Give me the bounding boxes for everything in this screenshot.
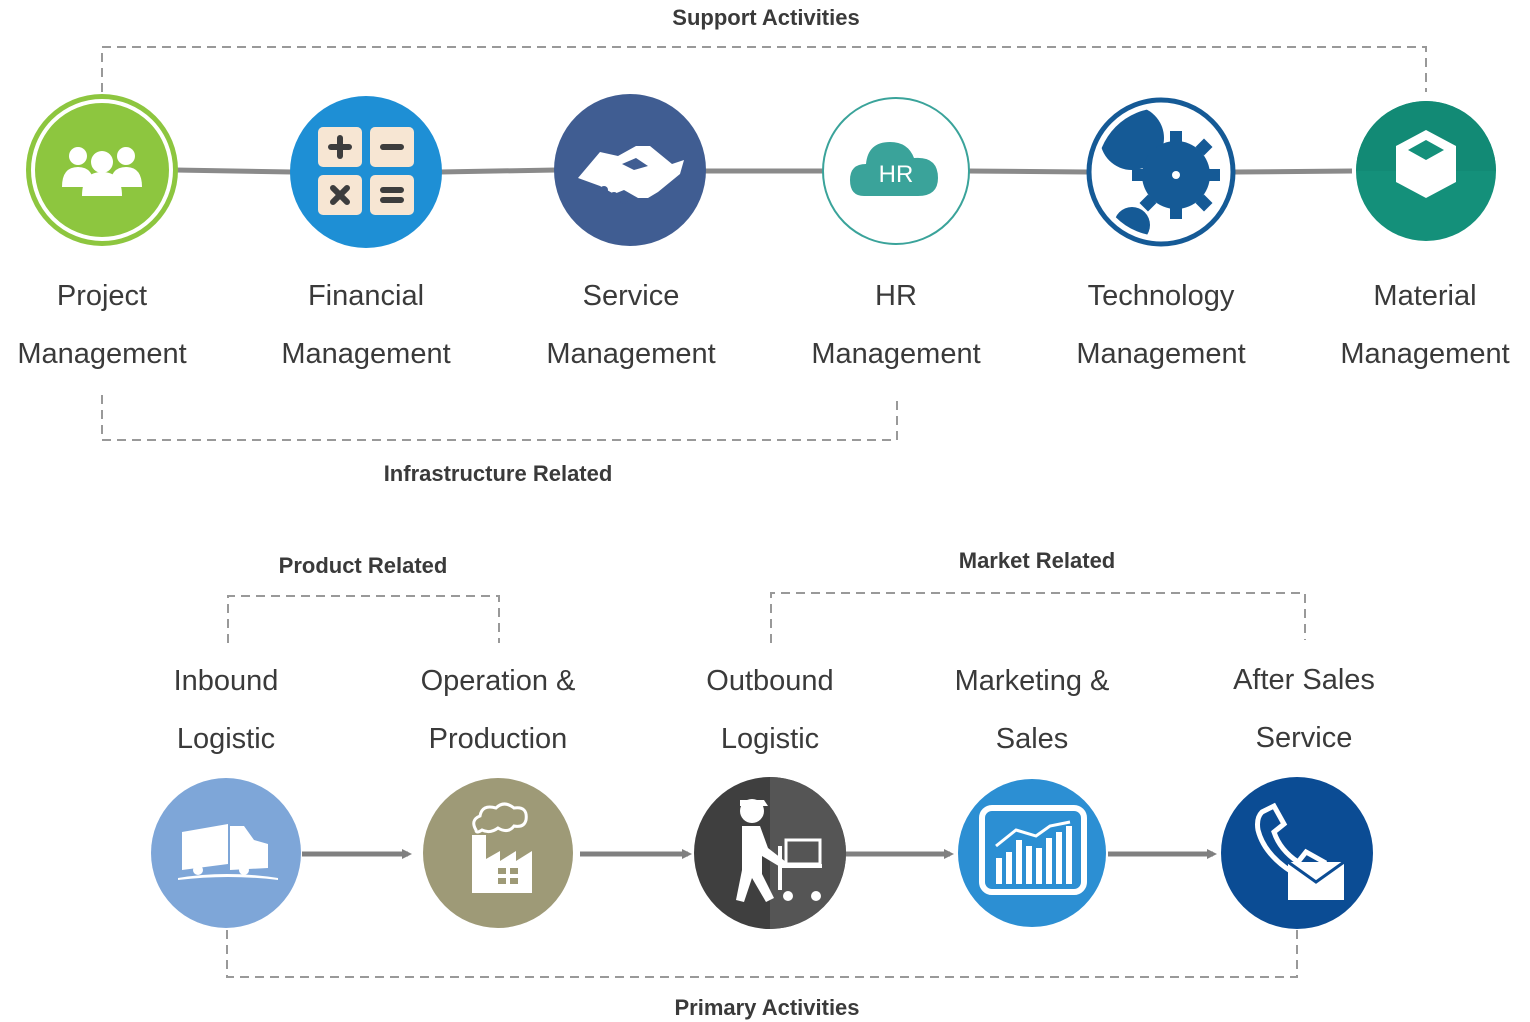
marketing-sales-label: Marketing & Sales — [955, 652, 1110, 768]
project-label-line1: Project — [56, 280, 148, 312]
operation-production-label: Operation & Production — [421, 652, 576, 768]
hr-cloud-icon: HR — [822, 97, 970, 245]
product-related-bracket — [227, 595, 500, 643]
hr-label-line1: HR — [875, 280, 917, 312]
financial-management-label: Financial Management — [281, 267, 450, 383]
primary-activities-label: Primary Activities — [674, 995, 860, 1020]
inbound-label-line2: Logistic — [176, 723, 276, 755]
service-label-line2: Management — [546, 338, 716, 370]
gears-icon — [1086, 97, 1236, 247]
material-label-line1: Material — [1373, 280, 1477, 312]
outbound-label-line1: Outbound — [706, 665, 834, 697]
hr-management-label: HR Management — [811, 267, 980, 383]
market-related-bracket — [770, 592, 1306, 643]
infrastructure-bracket — [101, 395, 898, 441]
financial-label-line2: Management — [281, 338, 451, 370]
support-connectors — [174, 167, 1353, 175]
cube-icon — [1356, 101, 1496, 241]
people-icon — [26, 94, 178, 246]
product-related-label: Product Related — [278, 553, 448, 578]
outbound-logistic-label: Outbound Logistic — [706, 652, 833, 768]
technology-label-line1: Technology — [1087, 280, 1235, 312]
marketing-label-line1: Marketing & — [954, 665, 1110, 697]
hr-label-line2: Management — [811, 338, 981, 370]
support-activities-bracket — [101, 46, 1427, 92]
outbound-label-line2: Logistic — [720, 723, 820, 755]
truck-icon — [151, 778, 301, 928]
project-label-line2: Management — [17, 338, 187, 370]
operation-label-line1: Operation & — [420, 665, 576, 697]
marketing-label-line2: Sales — [995, 723, 1069, 755]
project-management-label: Project Management — [17, 267, 186, 383]
calculator-icon — [290, 96, 442, 248]
svg-text:HR: HR — [879, 161, 914, 188]
handshake-icon — [554, 94, 706, 246]
market-related-label: Market Related — [958, 548, 1116, 573]
after-sales-label-line1: After Sales — [1233, 664, 1375, 696]
technology-label-line2: Management — [1076, 338, 1246, 370]
operation-label-line2: Production — [428, 723, 568, 755]
phone-mail-icon — [1221, 777, 1373, 929]
inbound-logistic-label: Inbound Logistic — [174, 652, 279, 768]
primary-activities-bracket — [226, 930, 1298, 978]
support-activities-label: Support Activities — [672, 5, 860, 30]
after-sales-label-line2: Service — [1255, 722, 1353, 754]
technology-management-label: Technology Management — [1076, 267, 1245, 383]
inbound-label-line1: Inbound — [173, 665, 279, 697]
material-label-line2: Management — [1340, 338, 1510, 370]
worker-cart-icon — [694, 777, 846, 929]
financial-label-line1: Financial — [307, 280, 425, 312]
sales-chart-icon — [958, 779, 1106, 927]
material-management-label: Material Management — [1340, 267, 1509, 383]
service-label-line1: Service — [582, 280, 680, 312]
service-management-label: Service Management — [546, 267, 715, 383]
infrastructure-related-label: Infrastructure Related — [383, 461, 613, 486]
factory-icon — [423, 778, 573, 928]
after-sales-service-label: After Sales Service — [1233, 651, 1375, 767]
